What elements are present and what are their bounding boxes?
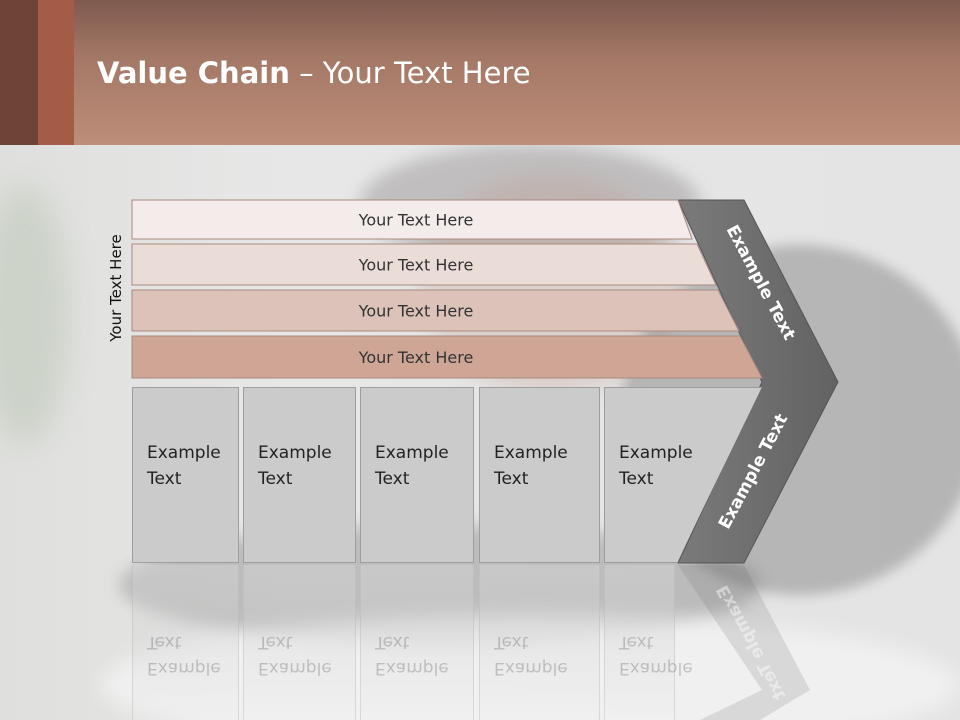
slide-title: Value Chain – Your Text Here [97, 56, 531, 90]
title-bold: Value Chain [97, 56, 290, 90]
header-stripe-dark [0, 0, 38, 145]
bar-4 [131, 335, 763, 379]
bar-2 [131, 243, 717, 286]
bar-1 [131, 199, 693, 240]
bar-2-label: Your Text Here [358, 256, 474, 275]
header-band: Value Chain – Your Text Here [0, 0, 960, 145]
chevron-arrow [677, 199, 839, 564]
bar-3 [131, 289, 740, 332]
bar-3-label: Your Text Here [358, 302, 474, 321]
header-stripe-accent [38, 0, 74, 145]
title-rest: – Your Text Here [289, 56, 531, 90]
bar-4-label: Your Text Here [358, 348, 474, 367]
chevron-reflection [678, 565, 810, 720]
bar-1-label: Your Text Here [358, 211, 474, 230]
photo-plant [0, 185, 70, 445]
